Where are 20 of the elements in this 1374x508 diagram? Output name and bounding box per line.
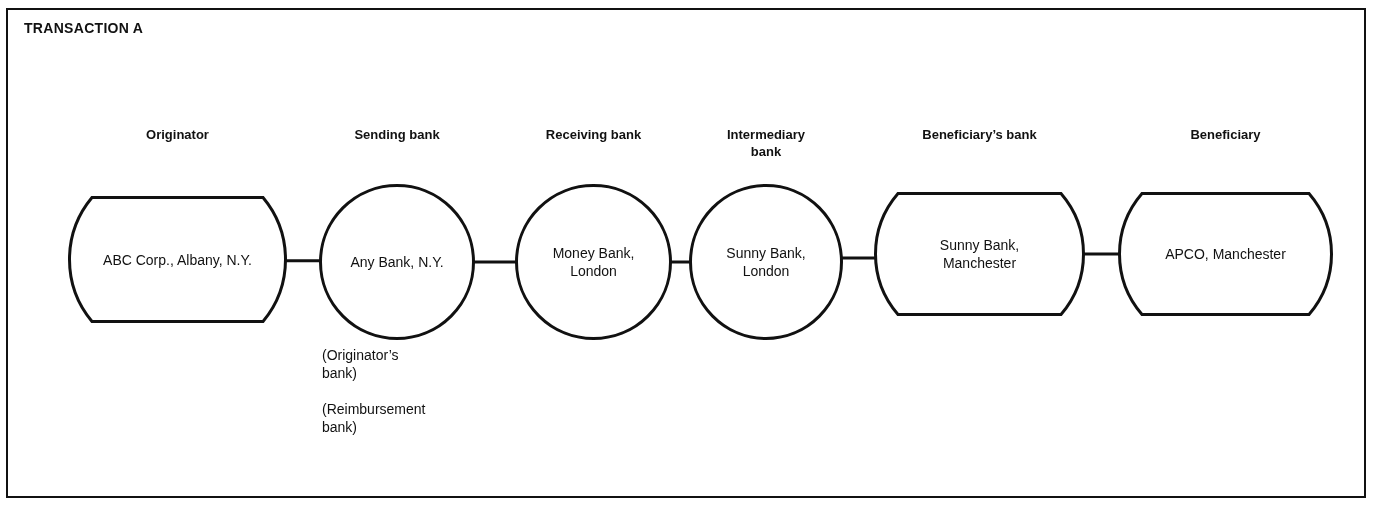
- node-heading: Beneficiary: [1190, 126, 1261, 143]
- side-note: (Reimbursement bank): [322, 400, 427, 436]
- connector-line: [671, 260, 690, 264]
- node-label: Money Bank, London: [551, 244, 636, 280]
- node-heading: Originator: [146, 126, 209, 143]
- connector-line: [1084, 252, 1119, 256]
- node-heading: Intermediary bank: [725, 126, 806, 160]
- node-label: Sunny Bank, London: [725, 244, 807, 280]
- connector-line: [842, 256, 875, 260]
- node-label: Sunny Bank, Manchester: [938, 236, 1021, 272]
- node-heading: Receiving bank: [545, 126, 642, 143]
- node-heading: Beneficiary’s bank: [922, 126, 1037, 143]
- diagram-title: TRANSACTION A: [24, 20, 144, 36]
- node-label: Any Bank, N.Y.: [350, 253, 444, 271]
- connector-line: [474, 260, 516, 264]
- side-note: (Originator’s bank): [322, 346, 400, 382]
- node-label: APCO, Manchester: [1165, 245, 1286, 263]
- connector-line: [286, 259, 320, 263]
- node-label: ABC Corp., Albany, N.Y.: [103, 250, 252, 269]
- node-heading: Sending bank: [354, 126, 440, 143]
